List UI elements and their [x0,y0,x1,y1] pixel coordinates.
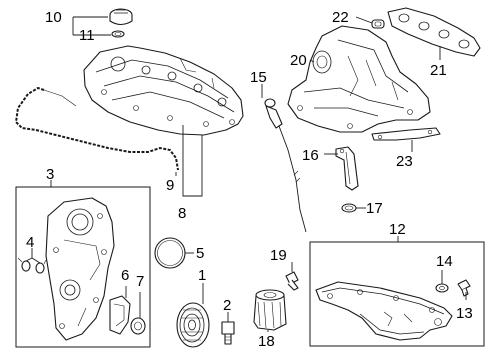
timing-cover-small-seals[interactable] [17,257,47,274]
valve-cover[interactable] [83,45,244,136]
callout-9: 9 [166,177,174,194]
leader-8 [182,125,203,197]
callout-5: 5 [196,245,204,262]
filter-adapter-bolt[interactable] [285,271,299,291]
callout-17: 17 [366,200,383,217]
callout-19: 19 [270,247,287,264]
intake-manifold[interactable] [287,25,431,133]
callout-13: 13 [456,305,473,322]
callout-6: 6 [121,267,129,284]
callout-8: 8 [178,205,186,222]
valve-cover-gasket[interactable] [14,86,179,171]
callout-7: 7 [136,273,144,290]
callout-21: 21 [430,62,447,79]
oil-pan[interactable] [315,281,453,341]
callout-23: 23 [396,153,413,170]
intake-manifold-gasket[interactable] [387,7,481,57]
oil-dipstick[interactable] [264,98,307,233]
callout-14: 14 [436,253,453,270]
gasket-tail [43,89,77,107]
callout-22: 22 [332,9,349,26]
manifold-support-bracket[interactable] [371,127,441,141]
timing-cover-gasket[interactable] [109,295,131,335]
filler-cap-seal[interactable] [111,30,125,38]
callout-12: 12 [389,221,406,238]
callout-18: 18 [258,333,275,350]
callout-3: 3 [46,166,54,183]
callout-2: 2 [223,297,231,314]
callout-1: 1 [198,267,206,284]
oil-filter[interactable] [253,289,287,331]
callout-4: 4 [26,234,34,251]
callout-10: 10 [45,9,62,26]
leader-22 [355,16,373,24]
oil-pan-group-box [309,241,485,347]
leader-20 [309,59,315,63]
crankshaft-pulley[interactable] [176,302,210,348]
timing-cover-group-box [15,186,151,348]
leader-10-11 [72,16,111,36]
pcv-tube[interactable] [335,146,359,191]
crankshaft-front-seal[interactable] [130,317,146,335]
oil-filler-cap[interactable] [109,8,133,26]
leader-4 [25,248,41,264]
manifold-seal[interactable] [371,19,385,29]
pulley-bolt[interactable] [221,321,235,345]
callout-11: 11 [79,27,95,44]
pcv-o-ring[interactable] [341,203,357,213]
callout-15: 15 [250,69,267,86]
timing-cover[interactable] [45,197,115,341]
callout-16: 16 [302,147,319,164]
o-ring[interactable] [154,237,186,269]
oil-drain-plug[interactable] [457,279,471,297]
drain-plug-washer[interactable] [435,283,449,293]
callout-20: 20 [290,52,307,69]
